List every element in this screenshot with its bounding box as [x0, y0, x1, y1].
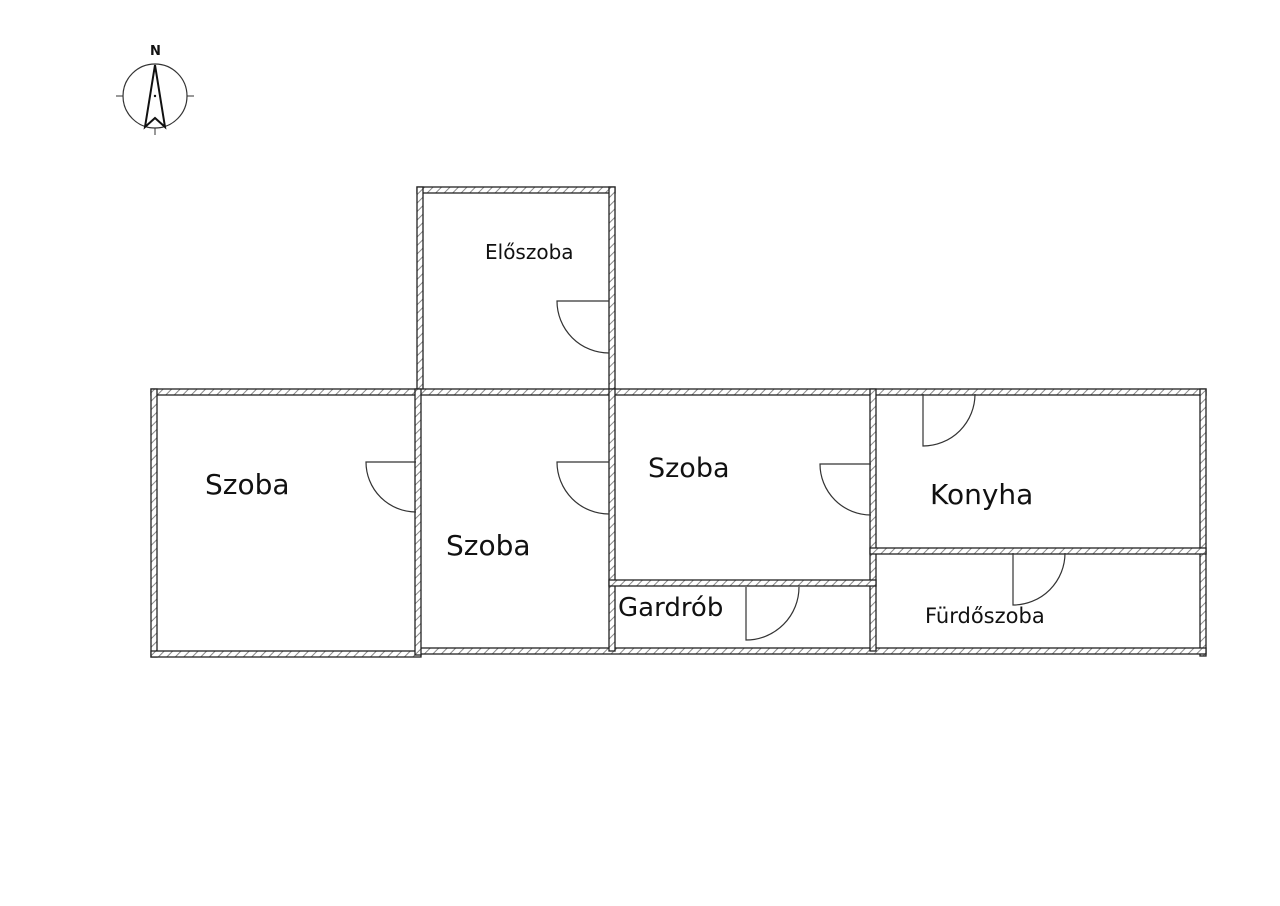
door-szoba-2	[556, 461, 610, 515]
north-arrow-icon	[116, 63, 194, 135]
door-szoba-3	[819, 463, 872, 516]
north-label: N	[150, 44, 161, 59]
room-label-gardrob: Gardrób	[618, 593, 724, 623]
door-eloszoba	[556, 300, 610, 354]
door-szoba-1	[365, 461, 417, 513]
room-label-szoba-1: Szoba	[205, 468, 290, 501]
room-label-furdoszoba: Fürdőszoba	[925, 604, 1045, 628]
room-label-szoba-3: Szoba	[648, 453, 730, 484]
door-konyha	[922, 393, 976, 447]
room-label-konyha: Konyha	[930, 478, 1034, 511]
door-gardrob	[745, 586, 800, 641]
walls	[150, 186, 1207, 658]
door-furdoszoba	[1012, 552, 1066, 606]
room-label-eloszoba: Előszoba	[485, 240, 574, 264]
doors	[365, 300, 1066, 641]
room-label-szoba-2: Szoba	[446, 529, 531, 562]
